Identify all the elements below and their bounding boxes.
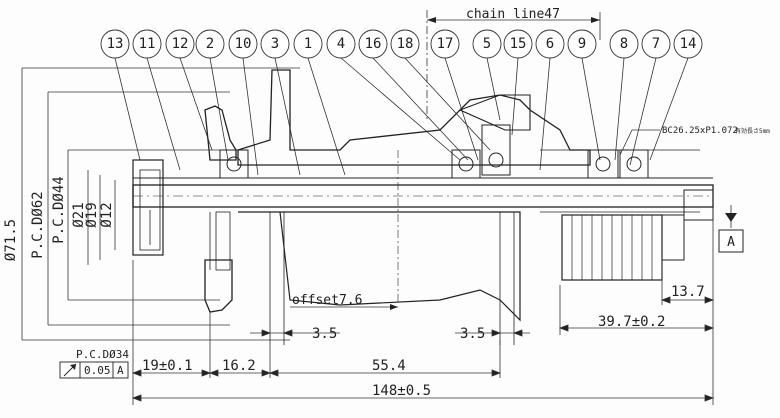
datum-a: A [718, 205, 744, 253]
balloon-label: 17 [437, 36, 454, 52]
dim-pcd44: P.C.DØ44 [51, 176, 67, 243]
balloon-label: 16 [365, 36, 382, 52]
flange-dims [250, 329, 530, 337]
balloon-17: 17 [430, 29, 460, 59]
flange-right-label: 3.5 [460, 326, 485, 342]
balloon-4: 4 [326, 29, 356, 59]
balloon-6: 6 [535, 29, 565, 59]
bc-note-small: 有効長さ5mm [735, 127, 770, 135]
offset-dim: offset7.6 [290, 293, 398, 310]
balloon-label: 12 [172, 36, 189, 52]
balloon-13: 13 [100, 29, 130, 59]
dim-16-2: 16.2 [222, 358, 256, 374]
dim-pcd62: P.C.DØ62 [30, 191, 46, 258]
leader-lines [114, 57, 689, 176]
balloon-14: 14 [673, 29, 703, 59]
balloon-2: 2 [195, 29, 225, 59]
dim-d21: Ø21 [71, 202, 87, 227]
right-dims [558, 220, 715, 405]
datum-a-label: A [727, 235, 735, 250]
balloon-3: 3 [260, 29, 290, 59]
dim-13-7: 13.7 [671, 284, 705, 300]
balloon-label: 9 [578, 36, 586, 52]
balloon-16: 16 [358, 29, 388, 59]
dim-d12: Ø12 [99, 202, 115, 227]
balloon-15: 15 [503, 29, 533, 59]
balloon-label: 6 [546, 36, 554, 52]
chain-line-label: chain line47 [466, 7, 560, 22]
bc-note-label: BC26.25xP1.072 [662, 126, 738, 136]
balloon-label: 11 [139, 36, 156, 52]
balloon-label: 1 [304, 36, 312, 52]
balloon-label: 8 [620, 36, 628, 52]
bc-note: BC26.25xP1.072 有効長さ5mm [619, 126, 770, 156]
balloon-label: 14 [680, 36, 697, 52]
datum-ref: A [117, 364, 124, 377]
balloon-1: 1 [293, 29, 323, 59]
dim-d71-5: Ø71.5 [3, 219, 19, 261]
balloon-11: 11 [132, 29, 162, 59]
balloon-label: 15 [510, 36, 527, 52]
runout-frame: P.C.DØ34 0.05 A [59, 348, 129, 379]
balloon-label: 4 [337, 36, 345, 52]
dim-39-7: 39.7±0.2 [598, 314, 665, 330]
dim-19: 19±0.1 [142, 358, 193, 374]
balloon-label: 3 [271, 36, 279, 52]
balloon-8: 8 [609, 29, 639, 59]
dim-148: 148±0.5 [372, 383, 431, 399]
balloon-7: 7 [641, 29, 671, 59]
balloon-label: 13 [107, 36, 124, 52]
bottom-dims [131, 260, 715, 405]
dim-d19: Ø19 [84, 202, 100, 227]
offset-label: offset7.6 [292, 293, 362, 308]
balloon-18: 18 [390, 29, 420, 59]
balloon-label: 18 [397, 36, 414, 52]
pcd34-label: P.C.DØ34 [76, 348, 129, 361]
diameter-dims [21, 67, 300, 341]
balloon-label: 2 [206, 36, 214, 52]
balloon-12: 12 [165, 29, 195, 59]
diameter-labels: Ø71.5 P.C.DØ62 P.C.DØ44 Ø21 Ø19 Ø12 [3, 176, 115, 261]
balloon-label: 7 [652, 36, 660, 52]
tolerance-value: 0.05 [84, 364, 111, 377]
balloon-5: 5 [472, 29, 502, 59]
chain-line-dim: chain line47 [426, 7, 601, 120]
balloon-10: 10 [228, 29, 258, 59]
dim-55-4: 55.4 [372, 358, 406, 374]
balloon-9: 9 [567, 29, 597, 59]
flange-left-label: 3.5 [312, 326, 337, 342]
balloon-label: 5 [483, 36, 491, 52]
balloon-label: 10 [235, 36, 252, 52]
